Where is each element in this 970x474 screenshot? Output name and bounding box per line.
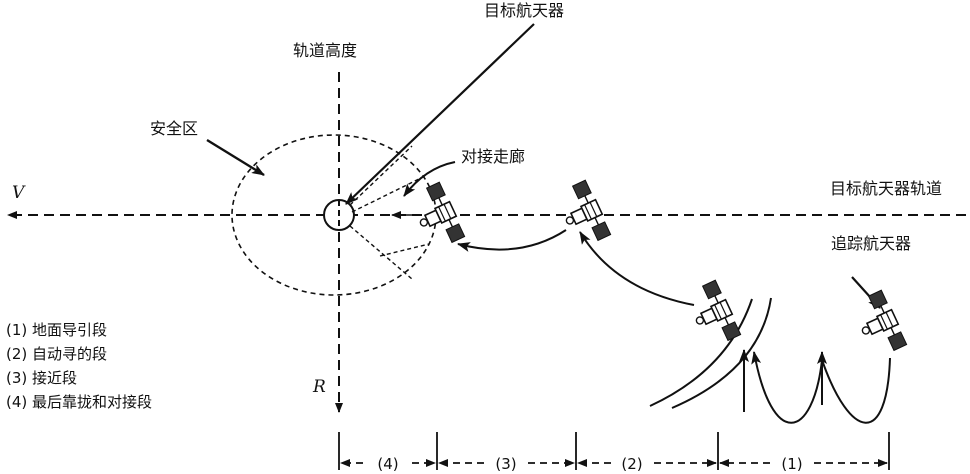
trajectory-arc-2: [579, 231, 695, 306]
chaser-spacecraft-label: 追踪航天器: [831, 234, 911, 253]
docking-corridor-label: 对接走廊: [461, 147, 525, 166]
chaser-spacecraft-icon-1: [407, 180, 467, 252]
legend-item: (4) 最后靠拢和对接段: [6, 393, 153, 411]
axis-v-label: V: [12, 183, 26, 203]
target-orbit-label: 目标航天器轨道: [830, 179, 942, 198]
segment-label-3: (3): [495, 455, 516, 473]
trajectory-ramp-outer: [649, 298, 753, 407]
segment-ticks: [338, 432, 890, 470]
phase-legend: (1) 地面导引段 (2) 自动寻的段 (3) 接近段 (4) 最后靠拢和对接段: [6, 318, 152, 414]
legend-item: (1) 地面导引段: [6, 321, 108, 339]
target-spacecraft-label: 目标航天器: [484, 1, 564, 20]
safety-zone-pointer-arrow: [206, 138, 265, 177]
target-pointer-arrow: [345, 23, 535, 205]
axis-r-label: R: [312, 377, 326, 397]
orbit-altitude-label: 轨道高度: [293, 41, 357, 60]
legend-item: (2) 自动寻的段: [6, 345, 108, 363]
segment-label-1: (1): [781, 455, 802, 473]
docking-corridor-lines: [349, 145, 430, 280]
segment-label-4: (4): [377, 455, 398, 473]
safety-zone-label: 安全区: [150, 119, 198, 138]
segment-label-2: (2): [621, 455, 642, 473]
trajectory-arc-3: [457, 229, 567, 252]
legend-item: (3) 接近段: [6, 369, 78, 387]
chaser-spacecraft-icon-4: [849, 288, 909, 360]
corridor-pointer-arrow: [403, 161, 456, 197]
